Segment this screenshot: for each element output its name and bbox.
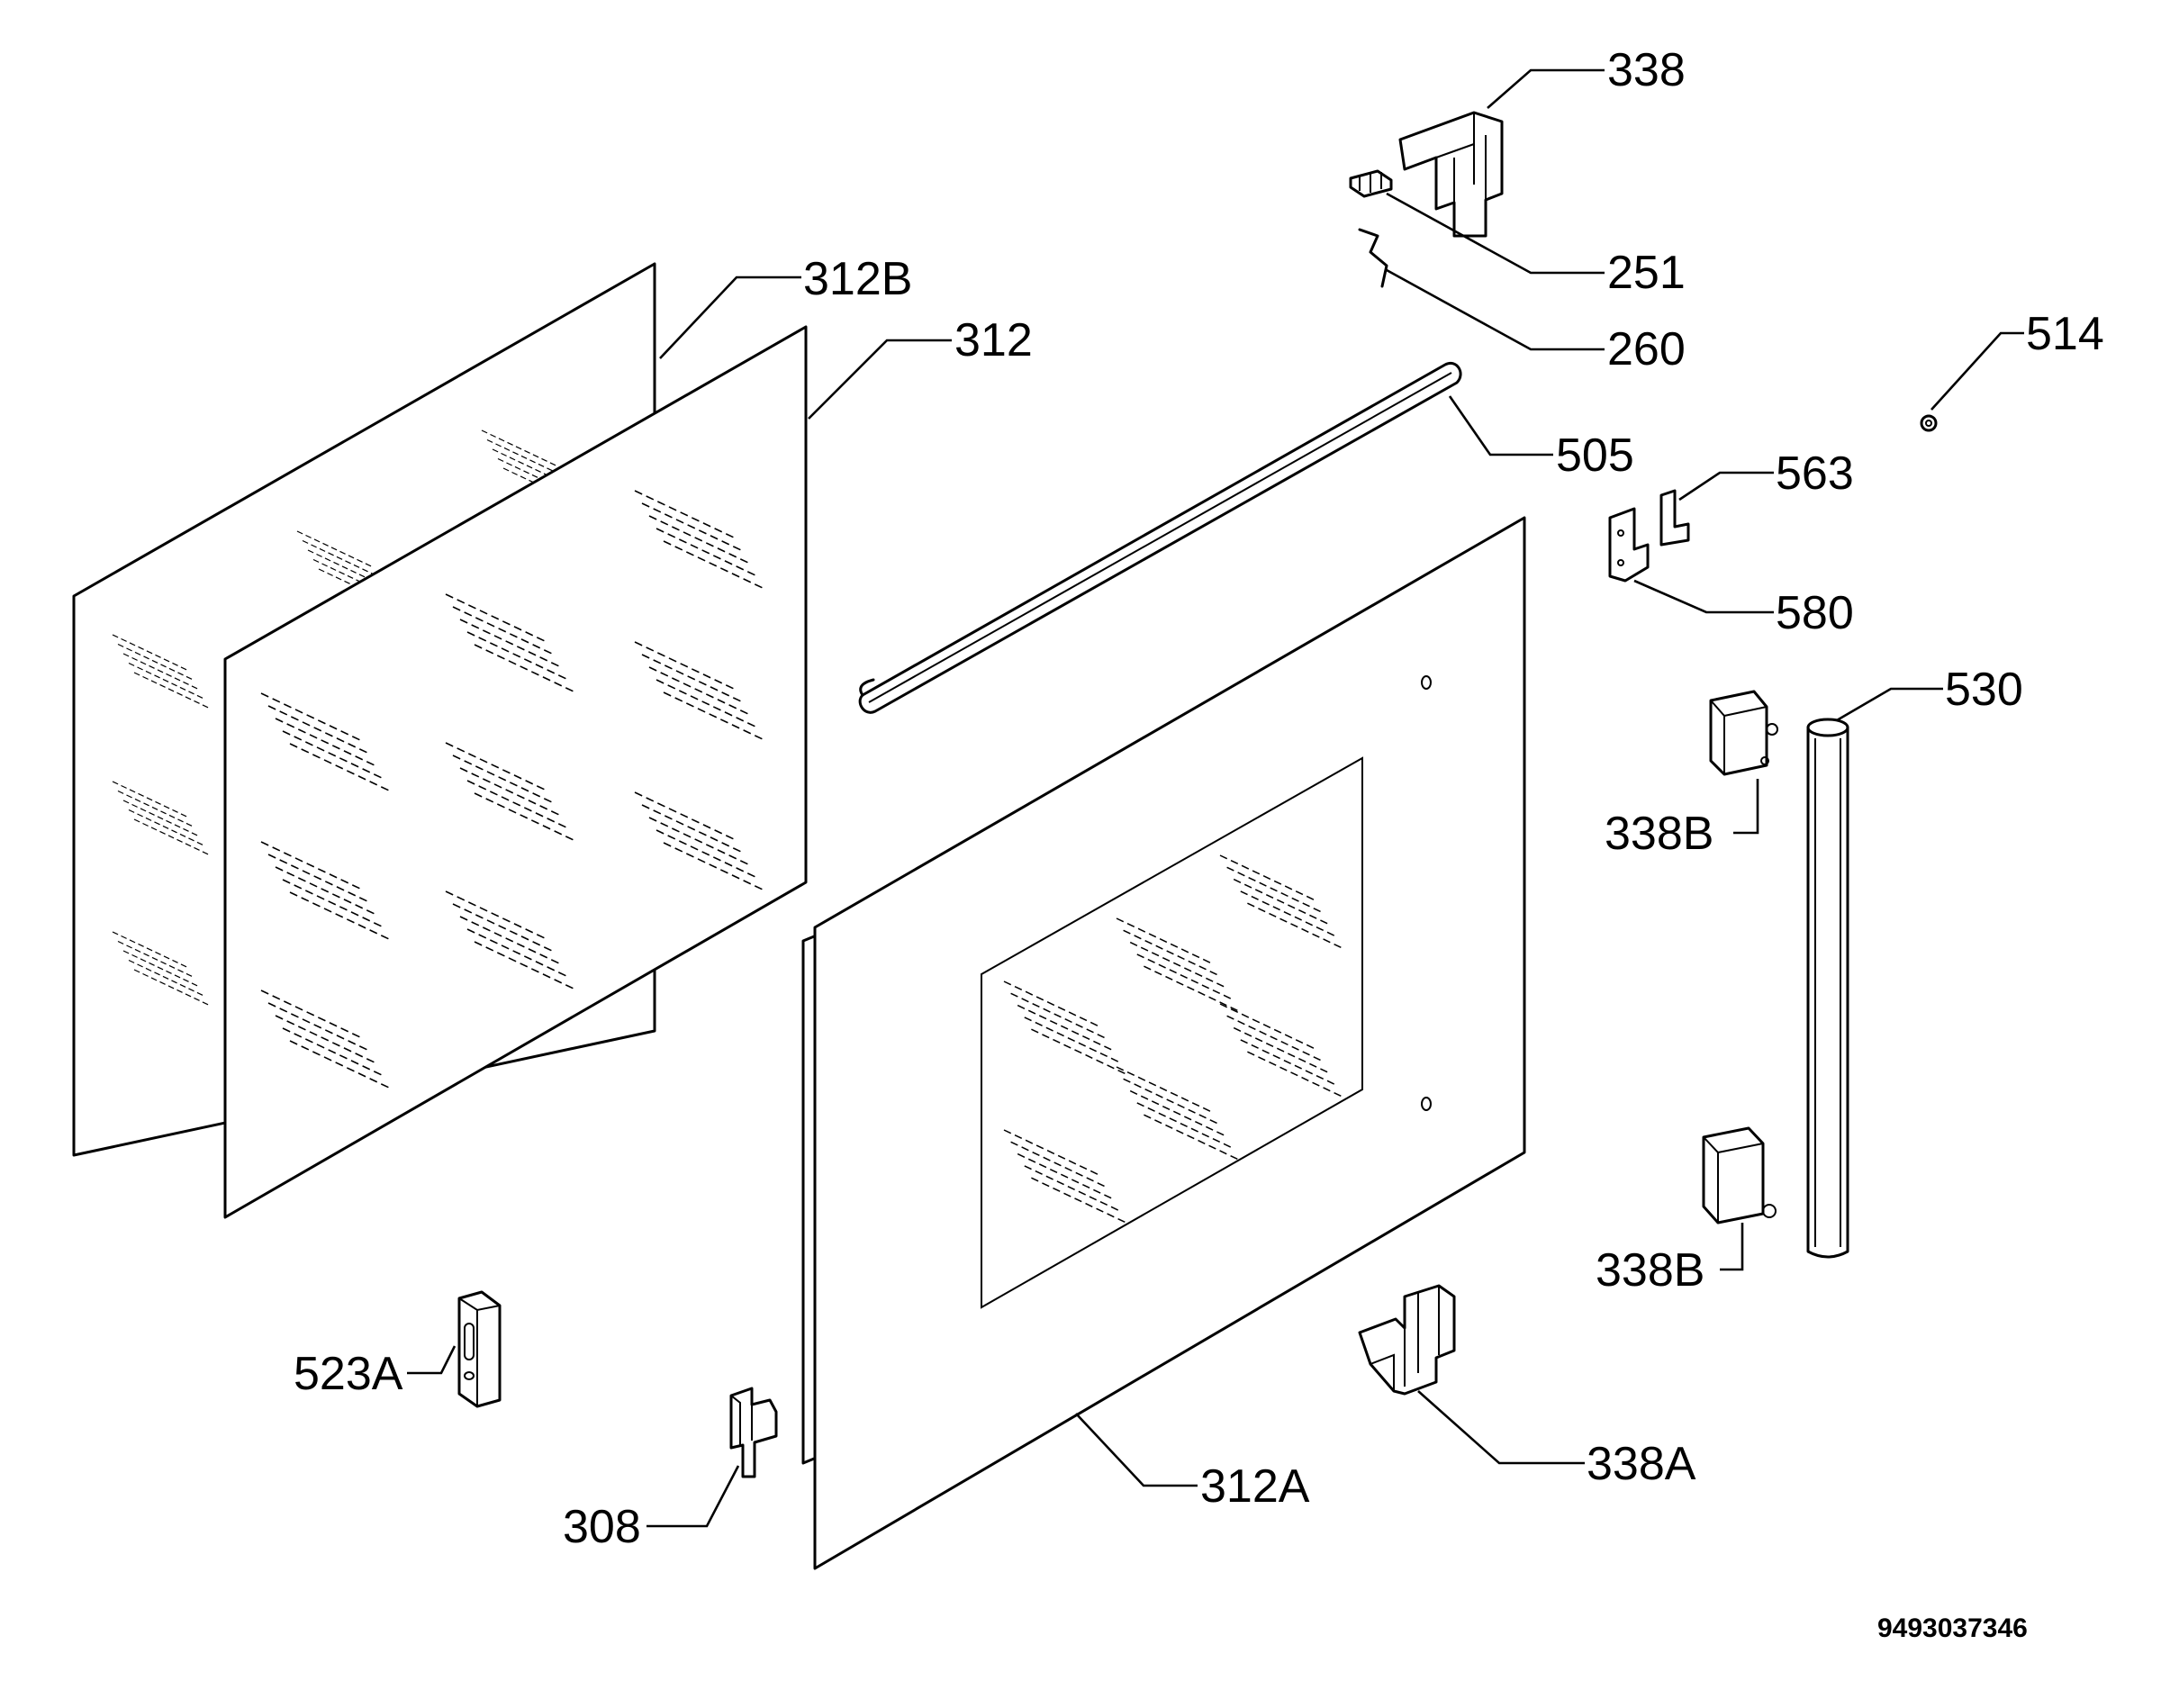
front-glass-312A [801,516,1526,1570]
bracket-338A [1358,1284,1456,1396]
document-code: 9493037346 [1877,1613,2028,1643]
label-563: 563 [1776,447,1854,500]
label-260: 260 [1607,323,1686,375]
hinge-308 [729,1387,778,1478]
hinge-piece-580 [1608,507,1650,583]
block-338B-lower [1702,1126,1777,1225]
label-312B: 312B [803,253,912,305]
label-338A: 338A [1587,1438,1696,1490]
label-338B-upper: 338B [1605,808,1713,860]
screw-514 [1920,414,1938,432]
bracket-338 [1398,111,1504,238]
label-312A: 312A [1200,1460,1310,1513]
block-338B-upper [1709,690,1778,776]
glass-panel-312 [223,325,808,1219]
hinge-piece-563 [1659,489,1690,547]
label-308: 308 [563,1501,641,1553]
label-580: 580 [1776,587,1854,639]
part-523A [457,1290,502,1408]
label-530: 530 [1945,664,2023,716]
leader-lines [407,68,2024,1528]
label-338B-lower: 338B [1596,1244,1704,1297]
label-505: 505 [1556,429,1634,482]
spring-260 [1358,228,1388,288]
part-labels: 338 251 260 514 312B 312 505 563 580 530… [294,44,2104,1553]
label-514: 514 [2026,308,2104,360]
label-251: 251 [1607,247,1686,299]
label-338: 338 [1607,44,1686,96]
clip-251 [1349,169,1393,198]
label-312: 312 [954,314,1033,366]
rod-530 [1806,718,1849,1259]
label-523A: 523A [294,1348,403,1400]
top-profile-505 [858,361,1462,714]
